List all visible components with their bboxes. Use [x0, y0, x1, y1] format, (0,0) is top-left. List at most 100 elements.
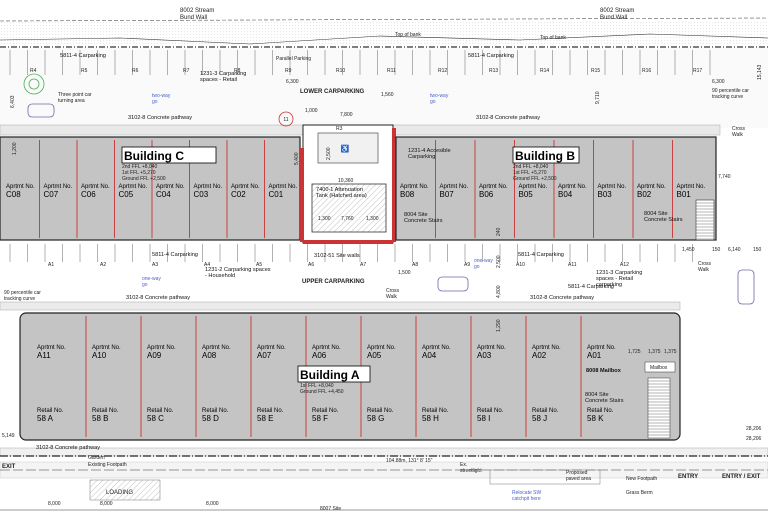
revision-cloud	[278, 111, 294, 127]
dimension: 1,450	[682, 247, 695, 253]
dimension: 150	[712, 247, 721, 253]
parking-space-label: A9	[464, 262, 470, 268]
top-parking-stalls	[9, 50, 711, 75]
building-c-title: Building C	[124, 149, 184, 163]
apartment-prefix: Aprtmt No.	[257, 345, 286, 351]
parking-space-label: A6	[308, 262, 314, 268]
boundary-dimension: 104.88m, 131° 8' 15"	[386, 458, 433, 464]
dimension: 1,300	[366, 216, 379, 222]
dimension: 7,740	[718, 174, 731, 180]
parallel-parking-label: Parallel Parking	[276, 56, 311, 62]
pathway-label: 3102-8 Concrete pathway	[476, 115, 540, 121]
dimension: 6,140	[728, 247, 741, 253]
entry-exit-label: ENTRY / EXIT	[722, 474, 761, 480]
exit-label: EXIT	[2, 464, 16, 470]
grass-berm-label: Grass Berm	[626, 490, 653, 496]
apartment-prefix: Aprtmt No.	[156, 184, 185, 190]
apartment-number: B07	[440, 190, 455, 199]
apartment-prefix: Aprtmt No.	[312, 345, 341, 351]
retail-number: 58 A	[37, 414, 54, 423]
parking-space-label: R13	[489, 68, 498, 74]
apartment-number: B03	[598, 190, 613, 199]
apartment-number: A02	[532, 351, 547, 360]
dimension: 9,710	[595, 91, 601, 104]
site-bottom-label: 8007 Site	[320, 506, 341, 512]
concrete-pathway-lower	[0, 301, 681, 311]
retail-number: 58 C	[147, 414, 164, 423]
apartment-number: C07	[44, 190, 59, 199]
dimension: 28,206	[746, 426, 762, 432]
retail-number: 58 D	[202, 414, 219, 423]
dimension: 1,375	[664, 349, 677, 355]
apartment-prefix: Aprtmt No.	[269, 184, 298, 190]
streetlight-label: Ex.streetlight	[460, 462, 482, 474]
dimension: 28,206	[746, 436, 762, 442]
apartment-prefix: Aprtmt No.	[440, 184, 469, 190]
parking-space-label: A4	[204, 262, 210, 268]
retail-number: 58 I	[477, 414, 490, 423]
apartment-number: A04	[422, 351, 437, 360]
retail-prefix: Retail No.	[257, 408, 284, 414]
retail-prefix: Retail No.	[367, 408, 394, 414]
dimension: 2,500	[496, 255, 502, 268]
dimension: 6,403	[10, 95, 16, 108]
retail-number: 58 J	[532, 414, 547, 423]
apartment-prefix: Aprtmt No.	[81, 184, 110, 190]
apartment-prefix: Aprtmt No.	[677, 184, 706, 190]
apartment-number: A07	[257, 351, 272, 360]
apartment-prefix: Aprtmt No.	[92, 345, 121, 351]
dimension: 1,560	[381, 92, 394, 98]
parking-space-label: R7	[183, 68, 190, 74]
mailbox-block	[644, 361, 676, 439]
parking-space-label: R17	[693, 68, 702, 74]
dimension: R3	[336, 126, 343, 132]
carparking-label: 5811-4 Carparking	[518, 252, 564, 258]
entry-label: ENTRY	[678, 474, 698, 480]
parking-space-label: R5	[81, 68, 88, 74]
parking-space-label: A11	[568, 262, 577, 268]
apartment-number: A05	[367, 351, 382, 360]
upper-carparking-label: UPPER CARPARKING	[302, 279, 365, 285]
dimension: 1,000	[305, 108, 318, 114]
apartment-number: C05	[119, 190, 134, 199]
apartment-number: C08	[6, 190, 21, 199]
apartment-number: B05	[519, 190, 534, 199]
building-b-title: Building B	[515, 149, 575, 163]
retail-number: 58 E	[257, 414, 273, 423]
apartment-prefix: Aprtmt No.	[367, 345, 396, 351]
building-a-title: Building A	[300, 368, 360, 382]
apartment-prefix: Aprtmt No.	[37, 345, 66, 351]
apartment-prefix: Aprtmt No.	[587, 345, 616, 351]
pathway-label: 3102-8 Concrete pathway	[530, 295, 594, 301]
dimension: 6,300	[286, 79, 299, 85]
apartment-number: C04	[156, 190, 171, 199]
revision-number: 11	[283, 117, 288, 123]
apartment-prefix: Aprtmt No.	[532, 345, 561, 351]
retail-number: 58 B	[92, 414, 108, 423]
dimension: 5,149	[2, 433, 15, 439]
apartment-prefix: Aprtmt No.	[598, 184, 627, 190]
parking-space-label: R14	[540, 68, 549, 74]
retail-prefix: Retail No.	[147, 408, 174, 414]
lower-carparking-label: LOWER CARPARKING	[300, 89, 365, 95]
apartment-number: C02	[231, 190, 246, 199]
apartment-number: A01	[587, 351, 602, 360]
dimension: 1,500	[398, 270, 411, 276]
dimension: 8,000	[48, 501, 61, 507]
dimension: 150	[753, 247, 762, 253]
